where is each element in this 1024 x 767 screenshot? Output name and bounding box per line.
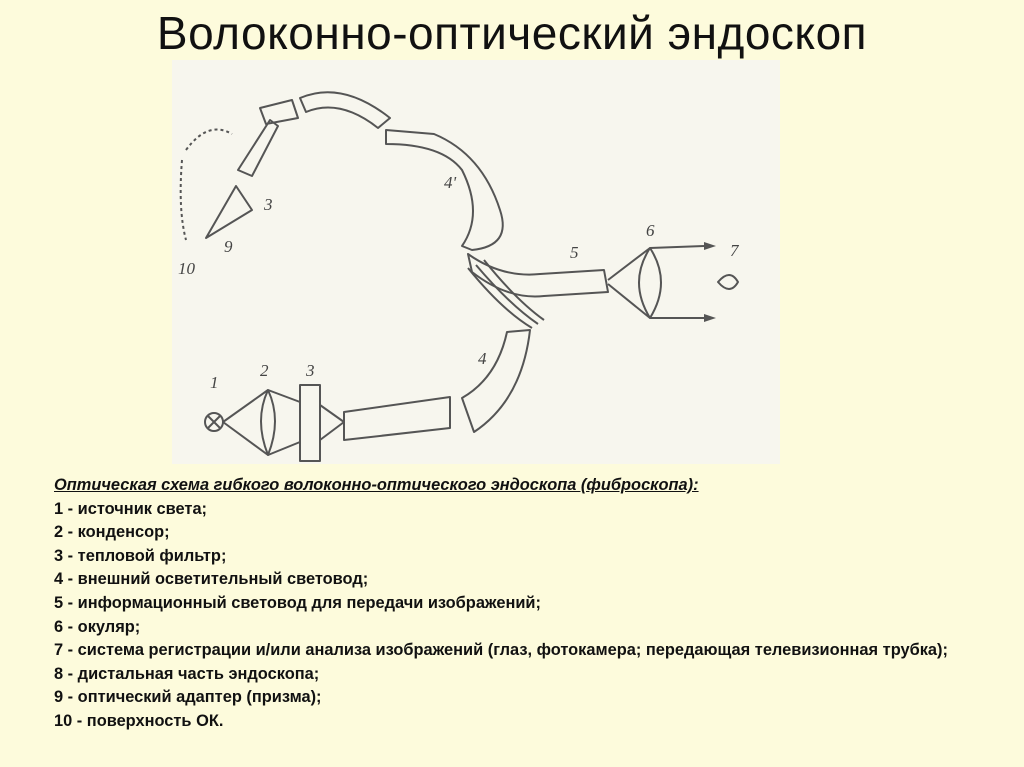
label-7: 7 bbox=[730, 241, 740, 260]
label-10: 10 bbox=[178, 259, 196, 278]
light-guide-input-shape bbox=[343, 396, 451, 441]
condenser-lens-icon bbox=[222, 389, 301, 456]
illumination-light-guide-lower bbox=[461, 329, 531, 433]
caption-item-5: 5 - информационный световод для передачи… bbox=[54, 593, 541, 612]
eye-icon bbox=[717, 274, 739, 290]
heat-filter-shape bbox=[299, 384, 321, 462]
fiberscope-diagram: 1 2 3 3 4 4' 5 6 7 9 10 bbox=[172, 60, 780, 464]
caption-item-1: 1 - источник света; bbox=[54, 499, 208, 518]
caption-item-6: 6 - окуляр; bbox=[54, 617, 141, 636]
caption-item-4: 4 - внешний осветительный световод; bbox=[54, 570, 369, 589]
caption-item-3: 3 - тепловой фильтр; bbox=[54, 546, 227, 565]
caption-item-8: 8 - дистальная часть эндоскопа; bbox=[54, 664, 320, 683]
caption-item-10: 10 - поверхность ОК. bbox=[54, 711, 224, 730]
distal-end-shape bbox=[237, 99, 299, 177]
label-8: 3 bbox=[263, 195, 273, 214]
label-9: 9 bbox=[224, 237, 233, 256]
object-surface-shape bbox=[179, 128, 233, 241]
label-4: 4 bbox=[478, 349, 487, 368]
illumination-light-guide-upper bbox=[385, 129, 504, 251]
label-6: 6 bbox=[646, 221, 655, 240]
light-guide-top-segment bbox=[299, 91, 391, 129]
optical-adapter-prism-icon bbox=[205, 185, 253, 239]
light-source-icon bbox=[204, 412, 224, 432]
label-2: 2 bbox=[260, 361, 269, 380]
label-5: 5 bbox=[570, 243, 579, 262]
fiber-branch-shape bbox=[467, 259, 545, 329]
slide-title: Волоконно-оптический эндоскоп bbox=[156, 7, 868, 59]
diagram-caption: Оптическая схема гибкого волоконно-оптич… bbox=[54, 474, 984, 734]
caption-item-7: 7 - система регистрации и/или анализа из… bbox=[54, 641, 948, 660]
label-3: 3 bbox=[305, 361, 315, 380]
eyepiece-lens-icon bbox=[638, 247, 662, 319]
fiberscope-schematic: 1 2 3 3 4 4' 5 6 7 9 10 bbox=[178, 91, 740, 462]
image-light-guide-shape bbox=[467, 253, 609, 298]
caption-heading: Оптическая схема гибкого волоконно-оптич… bbox=[54, 476, 699, 494]
label-4prime: 4' bbox=[444, 173, 457, 192]
label-1: 1 bbox=[210, 373, 219, 392]
caption-item-9: 9 - оптический адаптер (призма); bbox=[54, 688, 322, 707]
caption-item-2: 2 - конденсор; bbox=[54, 523, 170, 542]
